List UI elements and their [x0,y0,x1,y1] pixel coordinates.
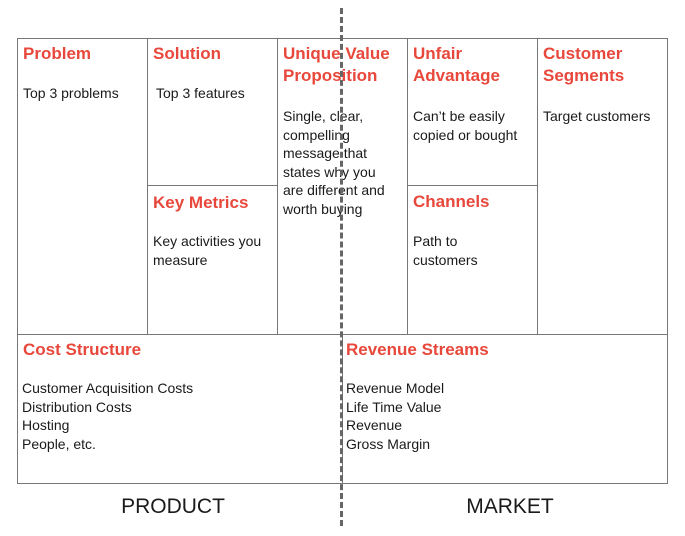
product-label: PRODUCT [121,495,225,518]
key-metrics-text: Key activities you measure [153,233,262,268]
unique-value-proposition-text: Single, clear, compelling message that s… [283,108,385,217]
solution-title: Solution [153,44,221,63]
unique-value-proposition-title: Unique Value Proposition [283,44,390,85]
unfair-advantage-title: Unfair Advantage [413,44,500,85]
customer-segments-title: Customer Segments [543,44,625,85]
channels-text: Path to customers [413,233,478,268]
customer-segments-text: Target customers [543,108,651,124]
revenue-streams-title: Revenue Streams [346,340,489,359]
key-metrics-block: Key Metrics Key activities you measure [147,185,278,335]
problem-block: Problem Top 3 problems [17,38,148,335]
revenue-streams-block: Revenue Streams Revenue Model Life Time … [342,334,668,484]
customer-segments-block: Customer Segments Target customers [537,38,668,335]
unfair-advantage-block: Unfair Advantage Can’t be easily copied … [407,38,538,186]
unfair-advantage-text: Can’t be easily copied or bought [413,108,518,143]
cost-structure-title: Cost Structure [23,340,142,359]
revenue-streams-text: Revenue Model Life Time Value Revenue Gr… [346,380,445,452]
problem-title: Problem [23,44,92,63]
channels-block: Channels Path to customers [407,185,538,335]
channels-title: Channels [413,192,490,211]
solution-block: Solution Top 3 features [147,38,278,186]
cost-structure-block: Cost Structure Customer Acquisition Cost… [17,334,343,484]
problem-text: Top 3 problems [23,85,119,101]
key-metrics-title: Key Metrics [153,193,249,212]
cost-structure-text: Customer Acquisition Costs Distribution … [22,380,194,452]
product-market-divider [340,8,343,526]
solution-text: Top 3 features [156,85,245,101]
market-label: MARKET [466,495,554,518]
